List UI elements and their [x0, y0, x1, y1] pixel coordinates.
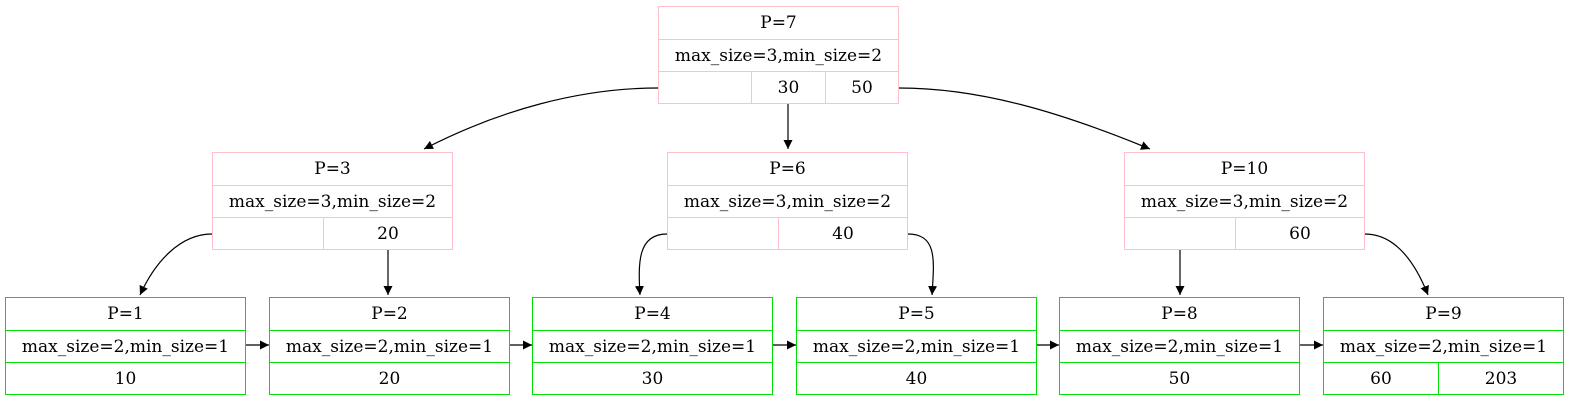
- node-title: P=7: [760, 13, 797, 33]
- node-keys: 30 50: [659, 71, 898, 103]
- key-cell: 60: [1235, 218, 1364, 249]
- node-title: P=9: [1425, 304, 1462, 324]
- key-cell: [213, 218, 323, 249]
- node-title: P=2: [371, 304, 408, 324]
- key-cell: 30: [641, 368, 664, 389]
- key-cell: 203: [1438, 363, 1563, 394]
- key-cell: 40: [778, 218, 907, 249]
- edge-p3-p1: [139, 233, 213, 296]
- node-size-info: max_size=3,min_size=2: [213, 185, 452, 217]
- node-title: P=6: [769, 159, 806, 179]
- key-cell: 50: [1168, 368, 1191, 389]
- edge-p6-p5: [907, 233, 938, 296]
- node-size-info: max_size=2,min_size=1: [533, 330, 772, 362]
- node-keys: 20: [213, 217, 452, 249]
- node-title: P=10: [1220, 159, 1269, 179]
- node-keys: 40: [668, 217, 907, 249]
- node-size-info: max_size=2,min_size=1: [6, 330, 245, 362]
- key-cell: 30: [751, 72, 825, 103]
- node-p7: P=7 max_size=3,min_size=2 30 50: [658, 6, 899, 104]
- node-p4: P=4 max_size=2,min_size=1 30: [532, 297, 773, 395]
- node-p5: P=5 max_size=2,min_size=1 40: [796, 297, 1037, 395]
- node-size-info: max_size=2,min_size=1: [1324, 330, 1563, 362]
- edge-p7-p10: [898, 87, 1151, 150]
- edge-p10-p9: [1364, 233, 1429, 296]
- edge-p6-p4: [634, 233, 668, 296]
- key-cell: [668, 218, 778, 249]
- node-size-info: max_size=3,min_size=2: [1125, 185, 1364, 217]
- node-title: P=5: [898, 304, 935, 324]
- node-title: P=4: [634, 304, 671, 324]
- node-size-info: max_size=2,min_size=1: [1060, 330, 1299, 362]
- node-keys: 30: [533, 362, 772, 394]
- node-title: P=8: [1161, 304, 1198, 324]
- node-keys: 50: [1060, 362, 1299, 394]
- node-size-info: max_size=3,min_size=2: [659, 39, 898, 71]
- node-title: P=1: [107, 304, 144, 324]
- node-size-info: max_size=2,min_size=1: [270, 330, 509, 362]
- key-cell: 10: [114, 368, 137, 389]
- node-keys: 60 203: [1324, 362, 1563, 394]
- node-p6: P=6 max_size=3,min_size=2 40: [667, 152, 908, 250]
- node-p8: P=8 max_size=2,min_size=1 50: [1059, 297, 1300, 395]
- key-cell: 20: [323, 218, 452, 249]
- node-p9: P=9 max_size=2,min_size=1 60 203: [1323, 297, 1564, 395]
- node-keys: 20: [270, 362, 509, 394]
- node-keys: 10: [6, 362, 245, 394]
- key-cell: 50: [825, 72, 898, 103]
- node-p1: P=1 max_size=2,min_size=1 10: [5, 297, 246, 395]
- node-p3: P=3 max_size=3,min_size=2 20: [212, 152, 453, 250]
- edge-p7-p3: [423, 87, 659, 150]
- node-title: P=3: [314, 159, 351, 179]
- node-p2: P=2 max_size=2,min_size=1 20: [269, 297, 510, 395]
- key-cell: [659, 72, 751, 103]
- key-cell: [1125, 218, 1235, 249]
- node-size-info: max_size=3,min_size=2: [668, 185, 907, 217]
- node-keys: 60: [1125, 217, 1364, 249]
- node-p10: P=10 max_size=3,min_size=2 60: [1124, 152, 1365, 250]
- node-size-info: max_size=2,min_size=1: [797, 330, 1036, 362]
- key-cell: 20: [378, 368, 401, 389]
- key-cell: 60: [1370, 368, 1392, 389]
- node-keys: 40: [797, 362, 1036, 394]
- key-cell: 40: [905, 368, 928, 389]
